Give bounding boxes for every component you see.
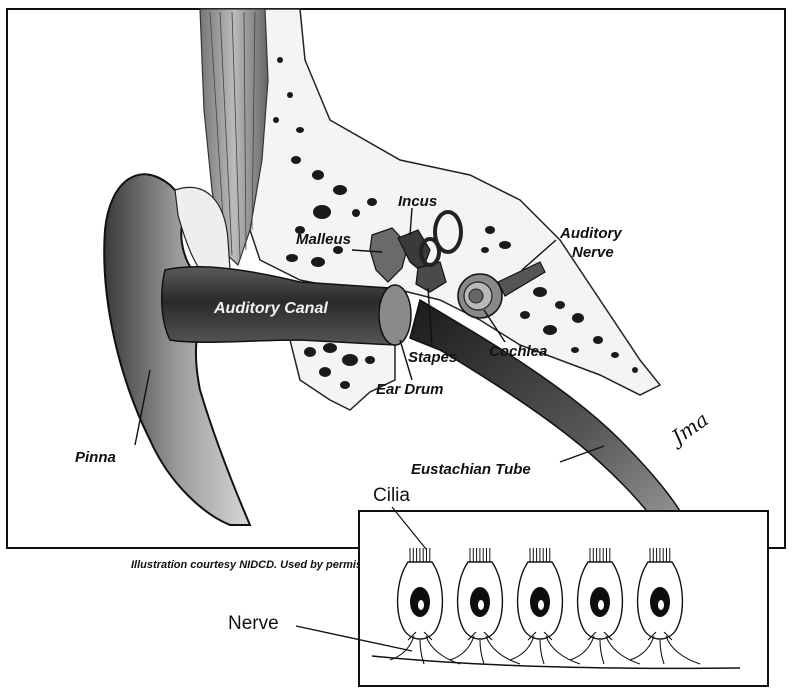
nucleus-highlight (538, 600, 544, 610)
label-stapes: Stapes (408, 349, 457, 366)
label-auditory-nerve-line2: Nerve (572, 244, 614, 261)
nucleus-highlight (418, 600, 424, 610)
lower-bone (290, 335, 395, 410)
label-ear-drum: Ear Drum (376, 381, 444, 398)
label-nerve: Nerve (228, 613, 279, 634)
artist-signature: Jma (664, 407, 713, 451)
cochlea (458, 274, 502, 318)
label-eustachian-tube: Eustachian Tube (411, 461, 531, 478)
label-malleus: Malleus (296, 231, 351, 248)
nucleus-highlight (658, 600, 664, 610)
illustration-credit: Illustration courtesy NIDCD. Used by per… (131, 559, 388, 571)
hair-cell-inset (359, 511, 768, 686)
label-auditory-nerve-line1: Auditory (559, 225, 622, 242)
label-incus: Incus (398, 193, 437, 210)
label-cilia: Cilia (373, 485, 410, 506)
ear-drum (379, 285, 411, 345)
label-pinna: Pinna (75, 449, 116, 466)
label-cochlea: Cochlea (489, 343, 547, 360)
label-auditory-canal: Auditory Canal (213, 300, 328, 317)
nucleus-highlight (478, 600, 484, 610)
nucleus-highlight (598, 600, 604, 610)
